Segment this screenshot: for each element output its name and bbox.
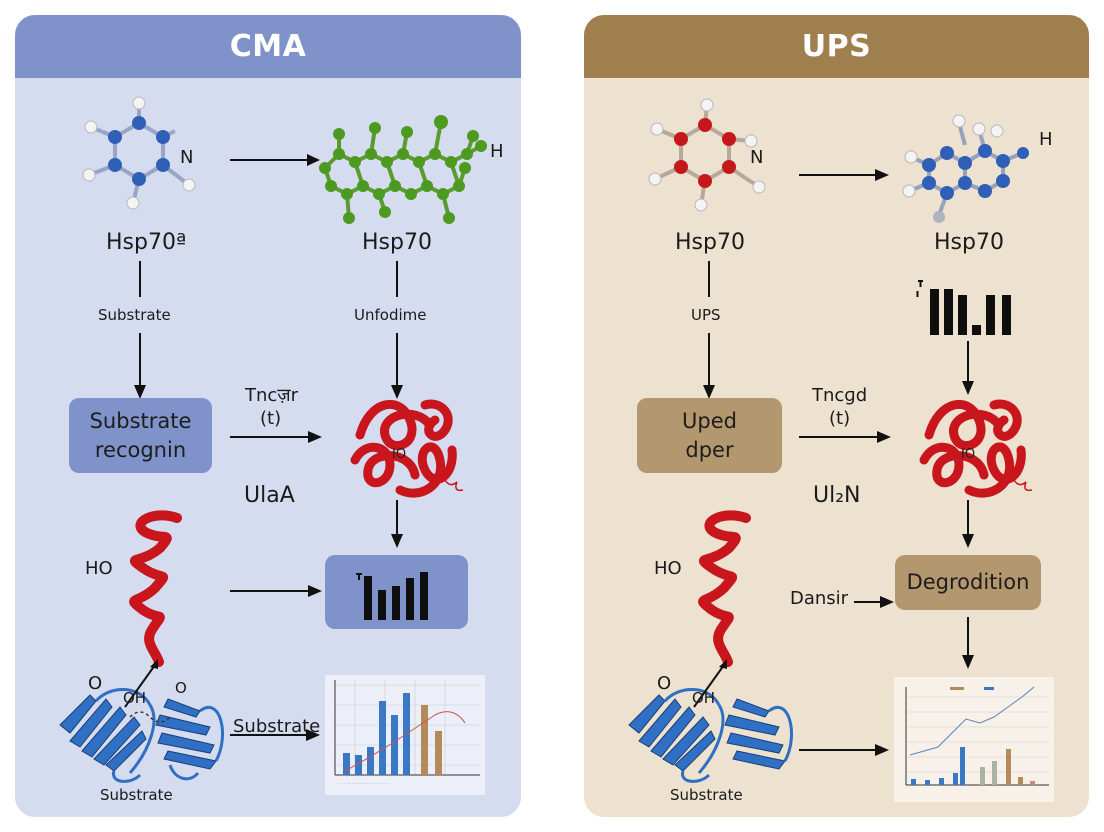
cma-left-vertical-connector bbox=[134, 261, 146, 399]
svg-text:IO: IO bbox=[392, 447, 406, 462]
cma-substrate-bottom: Substrate bbox=[100, 786, 173, 804]
ups-arrow-right-mid bbox=[799, 431, 891, 443]
ups-fold-o: O bbox=[657, 673, 672, 694]
cma-bar-icon bbox=[355, 572, 428, 620]
ups-blue-molecule-icon bbox=[902, 114, 1029, 223]
ups-substrate-bottom: Substrate bbox=[670, 786, 743, 804]
cma-hsp70-right: Hsp70 bbox=[362, 230, 432, 255]
ups-left-vertical-connector bbox=[703, 261, 715, 399]
svg-text:· · · · · · · · · · · · · · ·: · · · · · · · · · · · · · · · · · · · · bbox=[339, 781, 389, 786]
ups-fold-oh: OH bbox=[692, 689, 716, 707]
ups-uped-box: Uped dper bbox=[637, 398, 782, 473]
cma-fold-oh: OH bbox=[123, 689, 147, 707]
ups-arrow-label-line1: Tncɡd bbox=[812, 385, 868, 406]
cma-blue-molecule-icon bbox=[82, 96, 196, 210]
cma-hsp70-left: Hsp70ª bbox=[106, 230, 187, 255]
cma-arrow-right-top bbox=[230, 154, 320, 166]
cma-arrow-right-chart bbox=[230, 729, 320, 741]
ups-uln-label: Ul₂N bbox=[813, 483, 861, 508]
cma-green-h: H bbox=[490, 141, 504, 162]
cma-helix-ho: HO bbox=[85, 558, 113, 579]
cma-arrow-down-bars bbox=[391, 500, 403, 548]
ups-blue-h: H bbox=[1039, 129, 1053, 150]
cma-substrate-recognition-box: Substrate recognin bbox=[69, 398, 212, 473]
cma-arrow-label-line2: (t) bbox=[260, 408, 282, 429]
cma-arrow-right-bars bbox=[230, 585, 322, 597]
cma-substrate-label: Substrate bbox=[98, 306, 171, 324]
ups-chart-thumbnail bbox=[894, 677, 1054, 802]
cma-ula-label: UlaA bbox=[244, 483, 295, 508]
cma-red-helix-icon bbox=[129, 510, 182, 667]
cma-arrow-label-line1: Tncज़r bbox=[245, 385, 299, 406]
ups-box-line1: Uped bbox=[682, 409, 737, 434]
cma-fold-o: O bbox=[88, 673, 103, 694]
ups-dansir-label: Dansir bbox=[790, 588, 849, 609]
ups-hsp70-right: Hsp70 bbox=[934, 230, 1004, 255]
cma-chart-thumbnail: · · · · · · · · · · · · · · · · · · · · bbox=[325, 675, 485, 795]
cma-green-molecule-icon bbox=[319, 115, 487, 224]
ups-arrow-down-chart bbox=[962, 617, 974, 669]
cma-substrate-arrow-label: Substrate bbox=[233, 716, 321, 737]
cma-unfold-label: Unfodime bbox=[354, 306, 427, 324]
ups-bar-icon bbox=[916, 280, 1011, 335]
ups-arrow-label-line2: (t) bbox=[829, 408, 851, 429]
ups-right-vertical-connector bbox=[962, 341, 974, 395]
ups-panel-title: UPS bbox=[584, 15, 1089, 78]
cma-box-line2: recognin bbox=[94, 437, 187, 462]
ups-arrow-right-chart bbox=[799, 744, 889, 756]
ups-arrow-right-degradation bbox=[854, 596, 894, 608]
cma-arrow-right-mid bbox=[230, 431, 322, 443]
ups-degradation-box: Degrodition bbox=[895, 555, 1041, 610]
cma-box-line1: Substrate bbox=[89, 409, 192, 434]
cma-panel-title: CMA bbox=[15, 15, 521, 78]
ups-arrow-right-top bbox=[799, 169, 889, 181]
cma-right-vertical-connector bbox=[391, 261, 403, 399]
cma-hex-n: N bbox=[180, 147, 194, 168]
ups-red-helix-icon bbox=[698, 510, 751, 667]
ups-hex-n: N bbox=[750, 147, 764, 168]
cma-panel: CMA N bbox=[15, 15, 521, 817]
cma-red-protein-icon: IO bbox=[350, 399, 464, 498]
ups-arrow-down-degradation bbox=[962, 500, 974, 548]
ups-red-molecule-icon bbox=[648, 98, 766, 212]
cma-bar-box bbox=[325, 555, 468, 629]
ups-hsp70-left: Hsp70 bbox=[675, 230, 745, 255]
ups-red-protein-icon: IO bbox=[919, 399, 1033, 498]
cma-blue-sheet-icon bbox=[59, 659, 224, 783]
ups-degradation-label: Degrodition bbox=[906, 570, 1030, 595]
ups-helix-ho: HO bbox=[654, 558, 682, 579]
cma-fold-o2: O bbox=[175, 679, 187, 697]
ups-panel: UPS N bbox=[584, 15, 1089, 817]
svg-text:IO: IO bbox=[961, 447, 975, 462]
ups-ups-label: UPS bbox=[691, 306, 721, 324]
ups-blue-sheet-icon bbox=[628, 659, 793, 783]
ups-box-line2: dper bbox=[685, 437, 734, 462]
